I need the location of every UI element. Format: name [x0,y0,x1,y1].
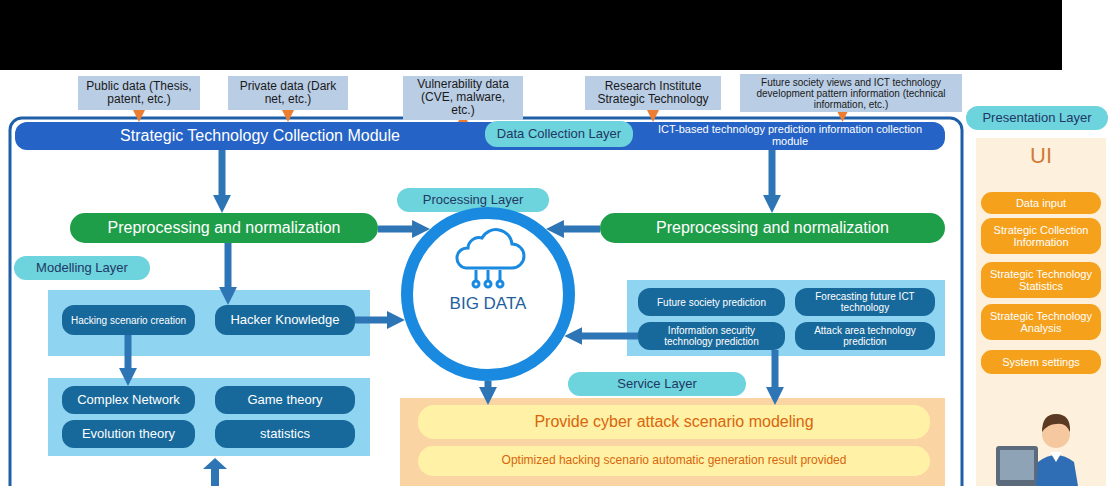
node-text: Strategic Technology Statistics [987,268,1095,292]
service-panel [400,398,945,486]
node-text: Processing Layer [423,193,523,207]
flow-arrow [137,110,141,117]
model-pill: Attack area technology prediction [795,322,935,350]
menu-button: Strategic Collection Information [981,218,1101,254]
model-pill: Forecasting future ICT technology [795,288,935,316]
title-banner [0,0,1062,70]
flow-arrow [769,150,776,205]
flow-arrow [651,110,655,117]
theory-panel [48,378,370,456]
layer-label: Data Collection Layer [485,121,633,147]
node-text: Modelling Layer [36,261,128,275]
node-text: Presentation Layer [982,111,1091,125]
node-text: Future society prediction [657,297,766,308]
flow-arrow [125,335,132,378]
menu-button: Data input [981,192,1101,214]
menu-button: Strategic Technology Statistics [981,262,1101,298]
node-text: Optimized hacking scenario automatic gen… [502,454,847,467]
flow-arrow [225,243,232,297]
node-text: Forecasting future ICT technology [801,291,929,313]
node-text: System settings [1002,356,1080,368]
user-icon [996,414,1078,486]
process-pill: Preprocessing and normalization [70,213,378,243]
prediction-panel [627,280,945,356]
node-text: Game theory [247,393,322,407]
module-bar: Strategic Technology Collection Module IC… [15,122,945,150]
service-pill: Optimized hacking scenario automatic gen… [418,446,930,476]
node-text: Hacking scenario creation [71,315,186,326]
node-text: Preprocessing and normalization [107,219,340,237]
flow-arrow [772,350,779,397]
source-box: Vulnerability data (CVE, malware, etc.) [403,76,523,120]
node-text: Information security technology predicti… [644,325,779,347]
service-pill: Provide cyber attack scenario modeling [418,405,930,439]
layer-label: Presentation Layer [966,106,1108,130]
flow-arrow [485,381,492,397]
process-pill: Preprocessing and normalization [600,213,945,243]
model-pill: Evolution theory [62,420,195,448]
flow-arrow [841,112,845,117]
node-text: Vulnerability data (CVE, malware, etc.) [409,78,517,118]
node-text: Service Layer [617,377,696,391]
node-text: Public data (Thesis, patent, etc.) [84,80,194,106]
node-text: Provide cyber attack scenario modeling [534,413,813,431]
node-text: Future society views and ICT technology … [746,77,956,110]
flow-arrow [219,150,226,205]
menu-button: Strategic Technology Analysis [981,304,1101,340]
flow-arrow [378,226,422,233]
node-text: Data Collection Layer [497,127,621,141]
node-text: Evolution theory [82,427,175,441]
node-text: Data input [1016,197,1066,209]
node-text: Attack area technology prediction [801,325,929,347]
flow-arrow [355,317,397,324]
big-data-circle: BIG DATA [400,206,576,382]
node-text: Complex Network [77,393,180,407]
source-box: Private data (Dark net, etc.) [228,76,348,110]
layer-label: Modelling Layer [14,256,150,280]
model-pill: Information security technology predicti… [638,322,785,350]
node-text: Strategic Collection Information [987,224,1095,248]
modelling-panel [48,290,370,356]
ui-panel: UI Data inputStrategic Collection Informa… [976,138,1106,486]
node-text: statistics [260,427,310,441]
flow-arrow [554,226,600,233]
node-text: Strategic Technology Analysis [987,310,1095,334]
node-text: Private data (Dark net, etc.) [234,80,342,106]
model-pill: Complex Network [62,386,195,414]
node-text: Research Institute Strategic Technology [591,80,715,106]
menu-button: System settings [981,350,1101,374]
node-text: Strategic Technology Collection Module [25,127,495,145]
layer-label: Service Layer [568,372,746,396]
model-pill: Game theory [215,386,355,414]
node-text: Preprocessing and normalization [656,219,889,237]
source-box: Research Institute Strategic Technology [585,76,721,110]
flow-arrow [286,110,290,117]
system-frame [10,118,962,486]
node-text: Hacker Knowledge [230,313,339,327]
source-box: Future society views and ICT technology … [740,74,962,112]
node-text: ICT-based technology prediction informat… [645,124,935,147]
source-box: Public data (Thesis, patent, etc.) [78,76,200,110]
model-pill: Hacker Knowledge [215,305,355,335]
flow-arrow [572,333,638,340]
ui-panel-ground [976,138,1106,486]
model-pill: Hacking scenario creation [62,305,195,335]
node-text: UI [1030,144,1052,168]
input-arrow [203,458,227,486]
model-pill: Future society prediction [638,288,785,316]
model-pill: statistics [215,420,355,448]
node-text: BIG DATA [448,294,528,314]
